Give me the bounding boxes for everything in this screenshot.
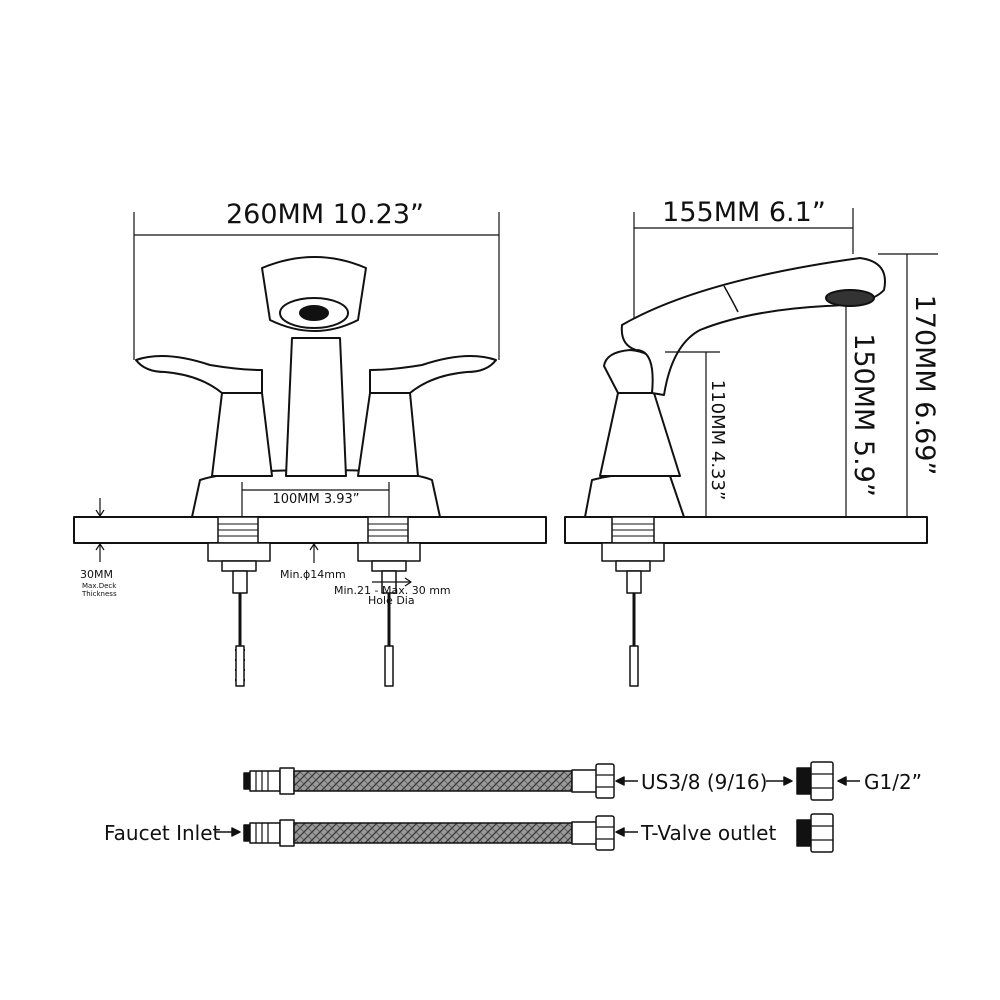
hoses: [216, 761, 860, 853]
front-width-label: 260MM 10.23”: [226, 199, 424, 230]
side-spout-arm: [620, 257, 886, 396]
adapter-1: [796, 761, 834, 801]
left-handle-lever: [135, 355, 263, 394]
adapter-label: G1/2”: [864, 770, 922, 794]
adapter-2: [796, 813, 834, 853]
min-hole-arrow: [309, 543, 319, 563]
total-height-label: 170MM 6.69”: [909, 295, 940, 476]
right-shank: [357, 516, 421, 687]
handle-height-label: 110MM 4.33”: [707, 380, 728, 501]
deck-note-line-1: Max.Deck: [82, 582, 117, 590]
right-handle-lever: [369, 355, 497, 394]
spout-seam: [723, 285, 739, 313]
side-shank: [601, 516, 665, 687]
label-arrows: [216, 776, 860, 837]
deck-note-line-2: Thickness: [81, 590, 117, 598]
spray-nozzle: [299, 305, 329, 321]
deck-thickness-label: 30MM: [80, 568, 113, 581]
front-width-dimension: [133, 212, 500, 360]
supply-hose-1: [243, 763, 615, 799]
left-shank: [207, 516, 271, 687]
height-dimension-lines: [665, 253, 938, 517]
reach-label: 155MM 6.1”: [662, 197, 826, 228]
supply-hose-2: [243, 815, 615, 851]
left-handle-body: [211, 392, 273, 477]
min-hole-label: Min.ϕ14mm: [280, 568, 346, 581]
right-handle-body: [357, 392, 419, 477]
deck-thickness-arrows: [95, 498, 105, 562]
spout-height-label: 150MM 5.9”: [848, 333, 879, 497]
center-spacing-label: 100MM 3.93”: [272, 492, 359, 507]
side-base: [584, 472, 685, 518]
connector-label: US3/8 (9/16): [641, 770, 767, 794]
hole-range-label: Min.21 - Max. 30 mm: [334, 584, 451, 597]
side-spray-face: [825, 289, 875, 307]
front-deck-plate: [73, 516, 547, 544]
front-view: 260MM 10.23” 100MM 3.93”: [73, 199, 547, 687]
t-valve-outlet-label: T-Valve outlet: [640, 821, 776, 845]
faucet-inlet-label: Faucet Inlet: [104, 821, 221, 845]
hole-dia-label: Hole Dia: [368, 594, 415, 607]
side-handle-body: [599, 392, 681, 477]
side-view: 155MM 6.1” 170MM: [564, 197, 940, 687]
center-spout-neck: [285, 337, 347, 477]
hole-dia-arrow: [372, 577, 412, 587]
